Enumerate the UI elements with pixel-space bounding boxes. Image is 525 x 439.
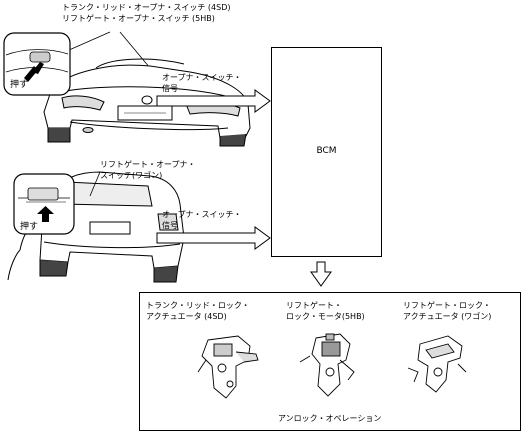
bcm-label: BCM — [316, 146, 337, 156]
signal-bottom-line2: 信号 — [162, 221, 178, 230]
push-label-bottom: 押す — [20, 222, 39, 232]
wagon-switch-detail-inset — [13, 173, 75, 235]
signal-top-line1: オープナ・スイッチ・ — [162, 73, 242, 82]
actuator-group-box — [139, 292, 521, 431]
actuator-3-label-line2: アクチュエータ (ワゴン) — [403, 312, 492, 321]
actuator-1-label-line2: アクチュエータ (4SD) — [146, 312, 227, 321]
actuator-2-label-line2: ロック・モータ(5HB) — [286, 312, 365, 321]
signal-arrow-bottom — [156, 226, 271, 250]
trunk-lock-actuator-icon — [197, 335, 259, 399]
top-switch-detail-inset — [3, 32, 71, 96]
signal-top-line2: 信号 — [162, 84, 178, 93]
wagon-switch-label-line2: スイッチ(ワゴン) — [100, 171, 163, 180]
top-switch-label-line2: リフトゲート・オープナ・スイッチ (5HB) — [62, 14, 215, 23]
bcm-box: BCM — [271, 47, 382, 257]
liftgate-lock-motor-icon — [299, 333, 355, 397]
signal-bottom-line1: オープナ・スイッチ・ — [162, 210, 242, 219]
actuator-1-label-line1: トランク・リッド・ロック・ — [146, 301, 250, 310]
wagon-switch-label-line1: リフトゲート・オープナ・ — [100, 160, 196, 169]
bcm-output-arrow — [310, 261, 332, 287]
unlock-operation-label: アンロック・オペレーション — [278, 414, 382, 423]
wagon-lock-actuator-icon — [407, 335, 467, 393]
push-label-top: 押す — [10, 80, 29, 90]
actuator-3-label-line1: リフトゲート・ロック・ — [403, 301, 491, 310]
actuator-2-label-line1: リフトゲート・ — [286, 301, 342, 310]
top-switch-label-line1: トランク・リッド・オープナ・スイッチ (4SD) — [62, 3, 231, 12]
wagon-label-leader — [89, 171, 101, 197]
signal-arrow-top — [156, 89, 271, 113]
